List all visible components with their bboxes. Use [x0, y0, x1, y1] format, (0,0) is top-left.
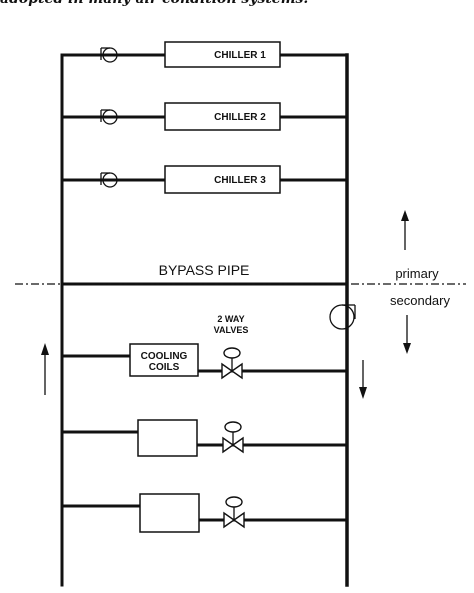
right-flow-arrow-down-icon — [359, 360, 367, 399]
chiller-branch-1: CHILLER 1 — [60, 41, 349, 68]
chiller-1-box — [164, 41, 281, 68]
left-flow-arrow-up-icon — [41, 343, 49, 395]
coil-label-line2: COILS — [149, 362, 180, 373]
two-way-valve-icon — [222, 421, 244, 454]
valve-label-line2: VALVES — [214, 325, 249, 335]
secondary-label: secondary — [390, 293, 450, 308]
arrow-down-icon — [403, 315, 411, 354]
coil-branch-3 — [60, 493, 349, 533]
two-way-valve-icon — [221, 347, 243, 380]
primary-label: primary — [395, 266, 439, 281]
chiller-branch-2: CHILLER 2 — [60, 102, 349, 131]
two-way-valve-icon — [223, 496, 245, 529]
chiller-3-label: CHILLER 3 — [214, 175, 266, 186]
coil-branch-1: COOLING COILS — [60, 343, 349, 380]
cooling-coil-box — [129, 343, 199, 377]
chiller-branch-3: CHILLER 3 — [60, 165, 349, 194]
coil-label-line1: COOLING — [141, 351, 188, 362]
chiller-1-label: CHILLER 1 — [214, 50, 266, 61]
caption-text: adopted in many air condition systems. — [0, 0, 474, 13]
arrow-up-icon — [401, 210, 409, 250]
secondary-pump-icon — [329, 304, 356, 330]
pump-icon — [100, 109, 118, 125]
chiller-3-box — [164, 165, 281, 194]
pump-icon — [100, 172, 118, 188]
bypass-pipe-label: BYPASS PIPE — [159, 262, 250, 278]
cooling-coil-box — [137, 419, 198, 457]
cooling-coil-box — [139, 493, 200, 533]
coil-branch-2 — [60, 419, 349, 457]
chiller-2-box — [164, 102, 281, 131]
valve-label-line1: 2 WAY — [217, 314, 244, 324]
pump-icon — [100, 47, 118, 63]
chiller-2-label: CHILLER 2 — [214, 112, 266, 123]
